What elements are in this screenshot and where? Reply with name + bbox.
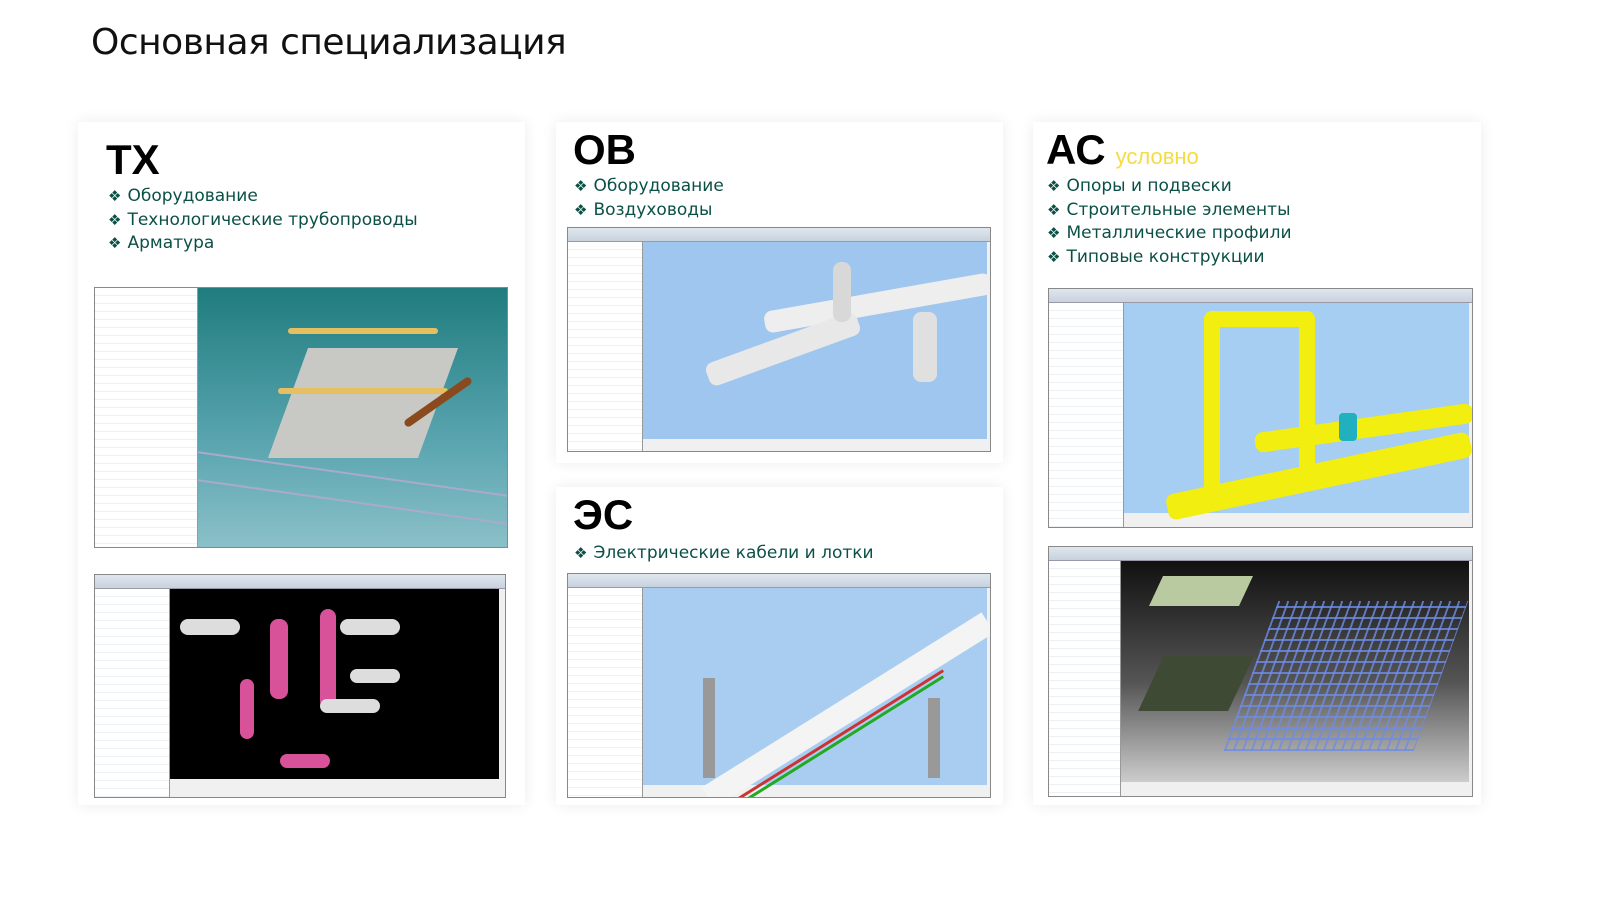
panel-heading: ОВ bbox=[573, 126, 636, 173]
list-item: ❖ Оборудование bbox=[108, 185, 418, 209]
bullet-icon: ❖ bbox=[108, 234, 122, 252]
es-list: ❖ Электрические кабели и лотки bbox=[574, 542, 874, 566]
bullet-icon: ❖ bbox=[108, 210, 122, 229]
ov-list: ❖ Оборудование ❖ Воздуховоды bbox=[574, 175, 724, 222]
item-text: Металлические профили bbox=[1066, 223, 1292, 243]
item-text: Технологические трубопроводы bbox=[127, 209, 418, 230]
screenshot-piping-model bbox=[94, 287, 508, 548]
item-text: Строительные элементы bbox=[1066, 199, 1291, 220]
panel-es: ЭС ❖ Электрические кабели и лотки bbox=[556, 487, 1003, 805]
bullet-icon: ❖ bbox=[1047, 224, 1061, 242]
bullet-icon: ❖ bbox=[108, 187, 122, 205]
list-item: ❖ Технологические трубопроводы bbox=[108, 209, 418, 233]
list-item: ❖ Арматура bbox=[108, 232, 418, 256]
list-item: ❖ Опоры и подвески bbox=[1047, 175, 1292, 199]
list-item: ❖ Оборудование bbox=[574, 175, 724, 199]
item-text: Электрические кабели и лотки bbox=[593, 543, 874, 563]
screenshot-ductwork-model bbox=[567, 227, 991, 452]
heading-note: условно bbox=[1115, 144, 1199, 169]
item-text: Оборудование bbox=[127, 186, 258, 206]
bullet-icon: ❖ bbox=[1047, 177, 1061, 195]
bullet-icon: ❖ bbox=[1047, 247, 1061, 266]
list-item: ❖ Строительные элементы bbox=[1047, 199, 1292, 223]
heading-text: АС bbox=[1046, 126, 1106, 173]
screenshot-structures-model bbox=[1048, 546, 1473, 797]
tx-list: ❖ Оборудование ❖ Технологические трубопров… bbox=[108, 185, 418, 256]
panel-heading: ТХ bbox=[106, 136, 160, 183]
list-item: ❖ Воздуховоды bbox=[574, 199, 724, 223]
item-text: Арматура bbox=[127, 233, 215, 253]
bullet-icon: ❖ bbox=[574, 177, 588, 195]
panel-heading: АС условно bbox=[1046, 126, 1199, 174]
item-text: Воздуховоды bbox=[593, 199, 713, 220]
screenshot-supports-model bbox=[1048, 288, 1473, 528]
bullet-icon: ❖ bbox=[574, 200, 588, 219]
bullet-icon: ❖ bbox=[1047, 200, 1061, 219]
panel-ov: ОВ ❖ Оборудование ❖ Воздуховоды bbox=[556, 122, 1003, 463]
panel-as: АС условно ❖ Опоры и подвески ❖ Строительны… bbox=[1033, 122, 1481, 805]
item-text: Типовые конструкции bbox=[1066, 246, 1265, 267]
item-text: Опоры и подвески bbox=[1066, 176, 1232, 196]
slide-title: Основная специализация bbox=[91, 22, 567, 63]
item-text: Оборудование bbox=[593, 176, 724, 196]
panel-heading: ЭС bbox=[573, 491, 634, 538]
bullet-icon: ❖ bbox=[574, 544, 588, 562]
list-item: ❖ Металлические профили bbox=[1047, 222, 1292, 246]
as-list: ❖ Опоры и подвески ❖ Строительные элементы… bbox=[1047, 175, 1292, 269]
list-item: ❖ Типовые конструкции bbox=[1047, 246, 1292, 270]
panel-tx: ТХ ❖ Оборудование ❖ Технологические трубоп… bbox=[78, 122, 525, 805]
list-item: ❖ Электрические кабели и лотки bbox=[574, 542, 874, 566]
screenshot-cable-trays-model bbox=[567, 573, 991, 798]
screenshot-equipment-model bbox=[94, 574, 506, 798]
